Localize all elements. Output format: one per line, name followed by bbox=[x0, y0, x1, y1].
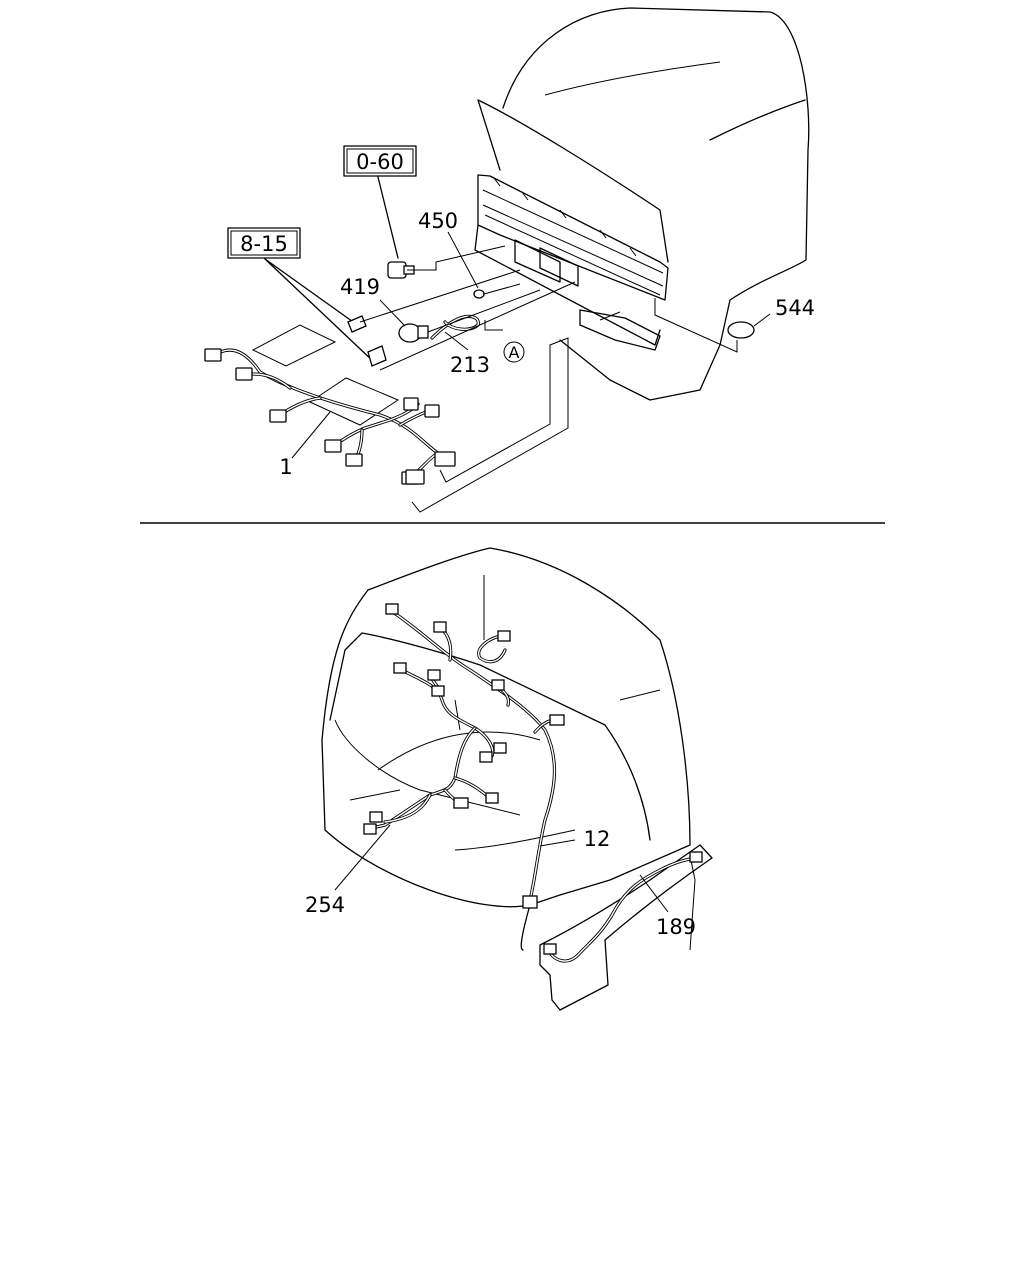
sub-harness-213[interactable] bbox=[430, 314, 480, 340]
harness-254[interactable] bbox=[363, 662, 507, 835]
svg-text:419: 419 bbox=[340, 275, 380, 299]
callout-12: 12 bbox=[539, 827, 611, 851]
cab-body-lower bbox=[321, 547, 713, 1011]
svg-text:A: A bbox=[509, 343, 520, 362]
assembly-lines-upper bbox=[251, 245, 738, 513]
harness-189[interactable] bbox=[543, 851, 703, 963]
ref-box-8-15[interactable]: 8-15 bbox=[227, 227, 376, 364]
clip-part-upper[interactable] bbox=[347, 315, 367, 333]
callout-189: 189 bbox=[639, 874, 696, 939]
washer-450[interactable] bbox=[473, 289, 485, 299]
svg-text:1: 1 bbox=[279, 455, 292, 479]
ref-box-0-60[interactable]: 0-60 bbox=[343, 145, 417, 259]
lower-view: 12 254 189 bbox=[305, 547, 713, 1011]
svg-text:12: 12 bbox=[584, 827, 611, 851]
svg-text:450: 450 bbox=[418, 209, 458, 233]
svg-text:189: 189 bbox=[656, 915, 696, 939]
callout-419: 419 bbox=[340, 275, 406, 327]
upper-view: 0-60 8-15 bbox=[204, 7, 815, 513]
callout-213: 213 bbox=[444, 331, 490, 377]
ref-label-8-15: 8-15 bbox=[240, 232, 288, 256]
cab-body-upper bbox=[477, 7, 810, 401]
callout-254: 254 bbox=[305, 824, 391, 917]
callout-544: 544 bbox=[727, 296, 815, 339]
harness-12[interactable] bbox=[385, 603, 565, 909]
svg-text:254: 254 bbox=[305, 893, 345, 917]
ref-label-0-60: 0-60 bbox=[356, 150, 404, 174]
callout-a-circle: A bbox=[503, 341, 525, 363]
svg-text:213: 213 bbox=[450, 353, 490, 377]
callout-1: 1 bbox=[279, 411, 331, 479]
clip-part-lower[interactable] bbox=[367, 345, 387, 367]
front-grille bbox=[474, 174, 669, 351]
grommet-419[interactable] bbox=[398, 323, 429, 343]
callout-450: 450 bbox=[418, 209, 479, 289]
main-harness-1[interactable] bbox=[204, 348, 456, 485]
svg-text:544: 544 bbox=[775, 296, 815, 320]
